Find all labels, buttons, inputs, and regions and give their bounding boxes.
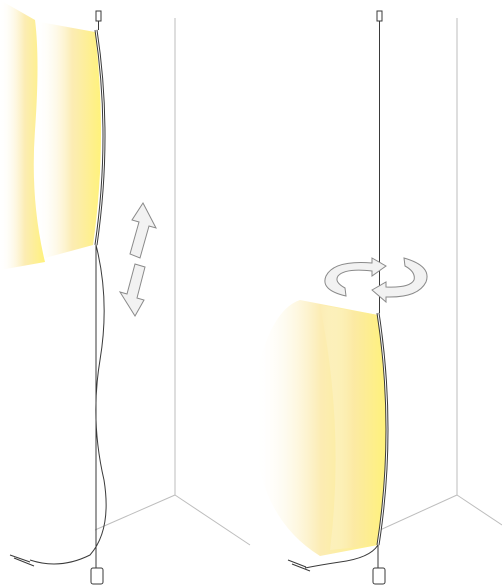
right-floor-weight — [372, 567, 386, 585]
left-wall-lines — [94, 18, 251, 546]
left-light-glow-core — [36, 22, 102, 258]
left-cables — [29, 244, 107, 570]
right-panel — [255, 10, 502, 585]
right-wall-lines — [379, 18, 502, 531]
left-ceiling-mount — [95, 10, 102, 22]
left-light-glow — [0, 0, 45, 270]
left-floor-cable — [9, 554, 35, 567]
left-panel — [0, 0, 251, 585]
right-light-glow-core — [320, 305, 387, 550]
right-ceiling-mount — [376, 10, 383, 22]
left-floor-weight — [90, 567, 104, 585]
right-floor-cable — [287, 559, 311, 572]
rotate-arrows-icon — [324, 257, 428, 304]
up-down-arrows-icon — [118, 202, 157, 317]
